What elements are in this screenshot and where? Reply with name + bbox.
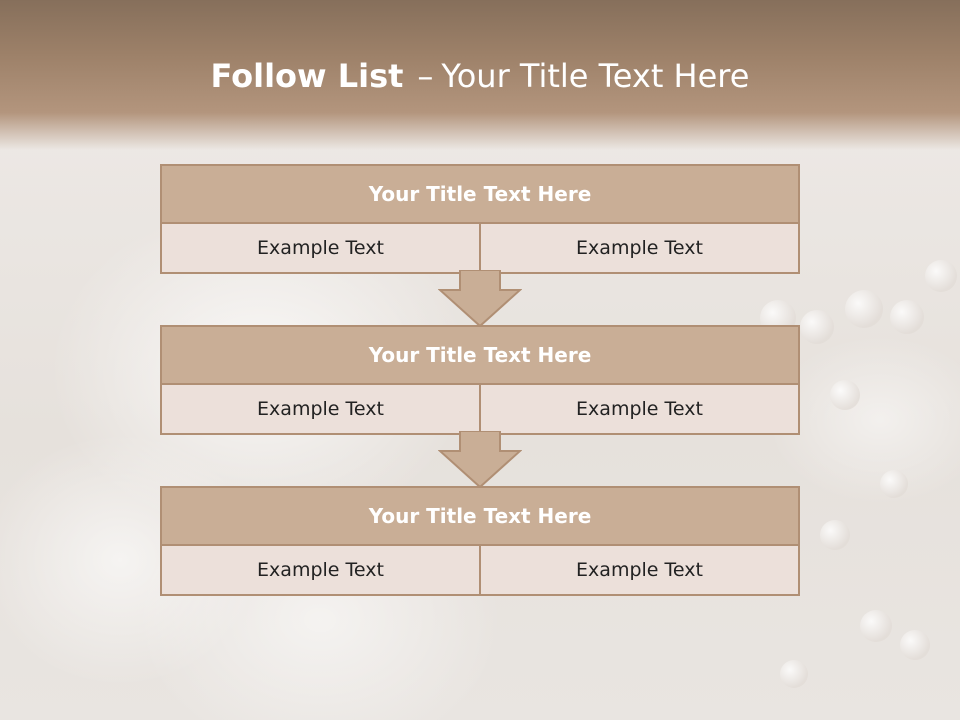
block-cell-right: Example Text: [479, 385, 798, 433]
title-banner: [0, 0, 960, 150]
block-title: Your Title Text Here: [162, 327, 798, 385]
down-arrow-icon: [438, 431, 522, 489]
block-row: Example Text Example Text: [162, 385, 798, 433]
slide-title-rest: Your Title Text Here: [441, 57, 750, 95]
slide-title-separator: –: [417, 57, 434, 95]
block-row: Example Text Example Text: [162, 546, 798, 594]
block-title: Your Title Text Here: [162, 166, 798, 224]
block-title: Your Title Text Here: [162, 488, 798, 546]
list-block-1: Your Title Text Here Example Text Exampl…: [160, 164, 800, 274]
slide-title-bold: Follow List: [210, 57, 404, 95]
block-cell-left: Example Text: [162, 546, 479, 594]
slide-title: Follow List–Your Title Text Here: [0, 52, 960, 100]
down-arrow-icon: [438, 270, 522, 328]
list-block-3: Your Title Text Here Example Text Exampl…: [160, 486, 800, 596]
block-cell-right: Example Text: [479, 546, 798, 594]
block-cell-left: Example Text: [162, 224, 479, 272]
list-block-2: Your Title Text Here Example Text Exampl…: [160, 325, 800, 435]
block-cell-right: Example Text: [479, 224, 798, 272]
block-cell-left: Example Text: [162, 385, 479, 433]
block-row: Example Text Example Text: [162, 224, 798, 272]
